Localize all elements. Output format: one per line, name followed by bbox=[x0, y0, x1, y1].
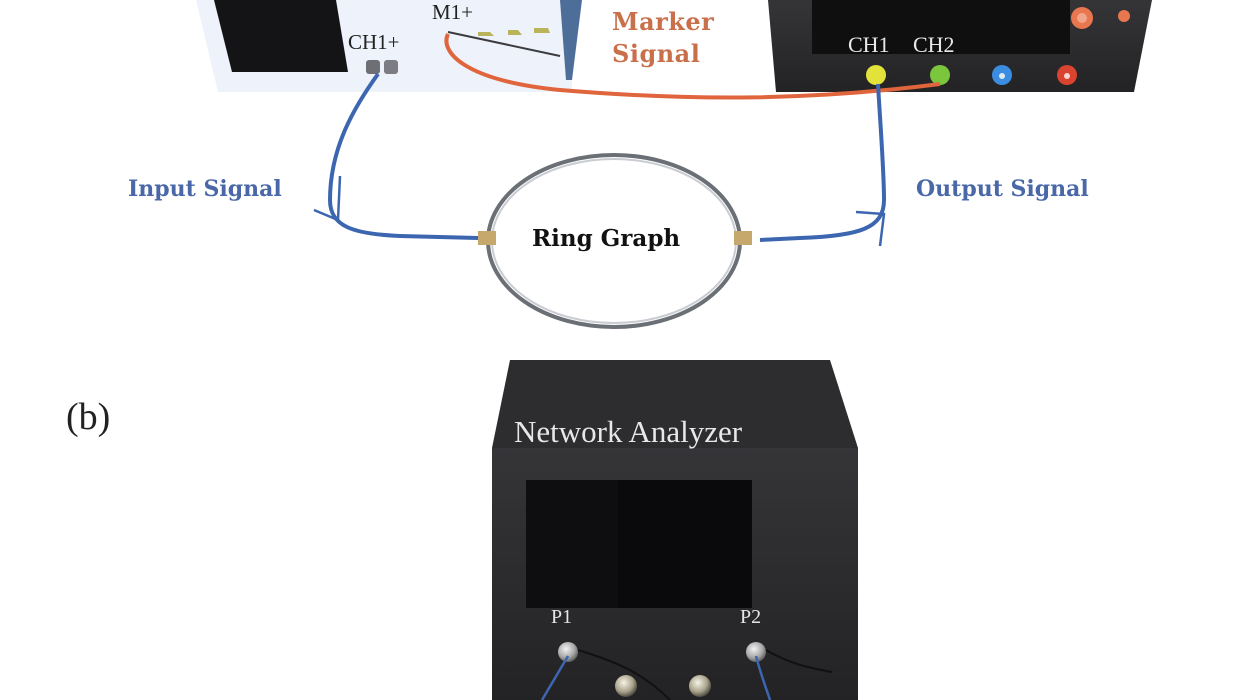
knob-left bbox=[615, 675, 637, 697]
oscilloscope-connectors bbox=[866, 65, 1077, 85]
panel-b-label: (b) bbox=[66, 396, 111, 438]
input-arrow-icon bbox=[313, 175, 342, 222]
input-signal-label: Input Signal bbox=[128, 176, 282, 202]
p1-port-label: P1 bbox=[551, 606, 573, 628]
function-generator-m1-label: M1+ bbox=[432, 0, 474, 24]
input-signal-cable bbox=[327, 72, 479, 240]
device-side-panel bbox=[560, 0, 582, 80]
marker-signal-line-2: Signal bbox=[612, 39, 701, 68]
ring-input-connector bbox=[478, 231, 496, 245]
ch1-input-connector bbox=[866, 65, 886, 85]
marker-signal-label: Marker Signal bbox=[612, 6, 714, 70]
ch1-connector bbox=[366, 60, 398, 74]
output-signal-label: Output Signal bbox=[916, 176, 1089, 202]
oscilloscope-ch1-label: CH1 bbox=[848, 32, 890, 57]
marker-signal-line-1: Marker bbox=[612, 7, 715, 36]
network-analyzer-title: Network Analyzer bbox=[514, 414, 743, 449]
network-analyzer bbox=[492, 360, 858, 700]
oscilloscope-screen bbox=[812, 0, 1070, 54]
knob-right bbox=[689, 675, 711, 697]
output-arrow-icon bbox=[855, 210, 886, 247]
function-generator-screen bbox=[214, 0, 348, 72]
p2-port bbox=[746, 642, 766, 662]
function-generator bbox=[196, 0, 582, 92]
p1-port bbox=[558, 642, 578, 662]
ring-graph-label: Ring Graph bbox=[532, 225, 681, 252]
p2-port-label: P2 bbox=[740, 606, 762, 628]
oscilloscope-ch2-label: CH2 bbox=[913, 32, 955, 57]
ring-output-connector bbox=[734, 231, 752, 245]
ring-graph bbox=[478, 153, 752, 329]
output-signal-cable bbox=[759, 83, 887, 242]
ch2-input-connector bbox=[930, 65, 950, 85]
knob-small bbox=[1118, 10, 1130, 22]
marker-connectors bbox=[478, 28, 550, 36]
oscilloscope bbox=[768, 0, 1152, 92]
marker-cable bbox=[444, 33, 941, 100]
function-generator-ch1-label: CH1+ bbox=[348, 30, 400, 54]
